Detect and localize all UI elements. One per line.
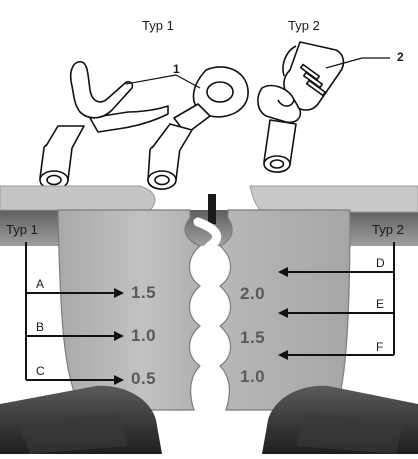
marker-letter-d: D [376,256,385,270]
crimp-channel [193,217,222,401]
left-arrowheads [114,288,124,385]
insulated-connector-icon [257,41,345,173]
tool-jaws [0,185,418,454]
size-label-a: 1.5 [131,283,157,302]
marker-letter-b: B [36,320,45,334]
right-arrowheads [278,267,288,360]
size-label-c: 0.5 [131,369,157,388]
size-label-d: 2.0 [240,284,266,303]
left-leader-lines [25,242,116,381]
tool-left-type-label: Typ 1 [6,222,38,237]
marker-letter-f: F [376,340,384,354]
type1-heading: Typ 1 [142,18,174,33]
left-jaw [57,209,202,411]
ring-terminal-icon [147,66,249,190]
marker-letter-e: E [376,297,385,311]
callout-1-leader [125,74,201,89]
callout-1-label: 1 [173,62,180,76]
callout-2-label: 2 [397,50,404,64]
tool-right-type-label: Typ 2 [372,222,404,237]
type2-heading: Typ 2 [288,18,320,33]
size-label-b: 1.0 [131,326,157,345]
marker-letter-a: A [36,277,45,291]
right-leader-lines [286,242,395,356]
marker-letter-c: C [36,364,45,378]
callout-2-leader [325,57,390,69]
size-label-f: 1.0 [240,367,266,386]
fork-terminal-icon [39,61,169,190]
size-label-e: 1.5 [240,328,266,347]
